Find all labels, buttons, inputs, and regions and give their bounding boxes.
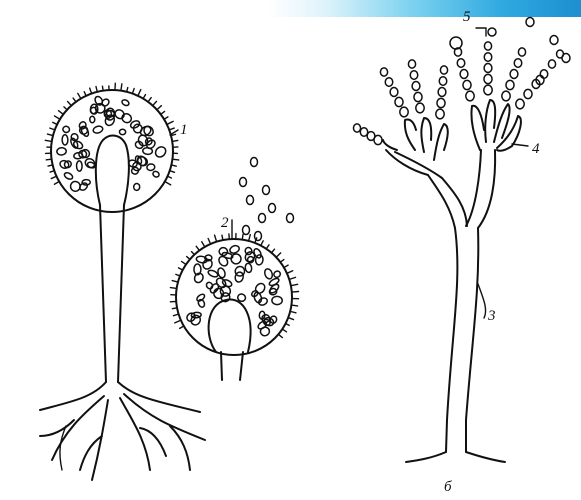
conidium <box>484 64 492 73</box>
label-4: 4 <box>532 141 540 157</box>
free-spore <box>259 214 266 223</box>
conidium <box>408 60 415 68</box>
conidiophore-stalk-edge-b <box>466 228 478 452</box>
conidium <box>510 70 518 79</box>
label-2: 2 <box>221 215 229 231</box>
sterigma-l2 <box>421 118 431 152</box>
conidium <box>353 124 360 132</box>
conidium <box>360 128 367 137</box>
sterigma-l4 <box>383 140 397 150</box>
sterigma-r1 <box>471 106 484 150</box>
conidium <box>410 71 418 80</box>
conidium <box>484 42 491 50</box>
rhizoid-7 <box>60 426 66 470</box>
free-spore <box>243 226 250 235</box>
leader-4 <box>512 144 528 146</box>
branch-right-outer <box>466 150 481 226</box>
free-spore <box>269 204 276 213</box>
conidium <box>484 74 492 83</box>
conidia-chains <box>353 18 570 145</box>
label-1: 1 <box>180 122 188 138</box>
rhizoid-3 <box>40 396 104 460</box>
conidium <box>506 80 514 89</box>
spine <box>292 291 299 292</box>
conidium <box>457 59 465 68</box>
label-5: 5 <box>463 9 471 25</box>
spine <box>165 182 171 185</box>
spine <box>138 90 141 96</box>
conidium <box>540 70 548 79</box>
spine <box>167 121 173 124</box>
rhizoid-1 <box>40 382 106 410</box>
sporangium-bursting <box>170 158 298 381</box>
conidium <box>548 60 555 68</box>
sterigma-l1 <box>405 119 416 150</box>
label-b: б <box>444 479 452 495</box>
free-spore <box>255 232 262 241</box>
free-spore <box>263 186 270 195</box>
conidium <box>400 107 408 117</box>
conidium <box>414 92 422 101</box>
conidium <box>416 103 424 113</box>
free-spore <box>240 178 247 187</box>
branch-left-outer <box>428 175 455 228</box>
spine <box>291 284 298 285</box>
conidium <box>526 18 534 27</box>
conidium <box>439 77 447 86</box>
conidium <box>524 89 532 98</box>
stalk-left-edge-b <box>118 205 124 382</box>
conidiophore-base <box>406 452 505 462</box>
rhizoid-2 <box>118 382 200 412</box>
conidium <box>437 98 445 107</box>
released-spores <box>240 158 294 241</box>
leader-3 <box>478 284 486 318</box>
conidium <box>463 80 471 89</box>
stalk-mid <box>221 352 243 380</box>
conidiophore-stalk-edge-a <box>446 228 457 452</box>
conidium <box>562 54 570 63</box>
spine <box>215 235 217 242</box>
conidium <box>514 59 522 68</box>
leader-5 <box>476 28 486 36</box>
conidium <box>390 88 398 97</box>
label-3: 3 <box>487 308 496 324</box>
conidium <box>412 82 420 91</box>
conidium <box>484 53 492 62</box>
conidium <box>466 91 474 101</box>
conidium <box>516 99 524 109</box>
conidiophore-right <box>353 18 570 463</box>
conidium <box>440 66 447 74</box>
conidium <box>484 85 492 95</box>
conidium <box>385 78 393 87</box>
conidium <box>436 109 444 119</box>
conidium <box>488 28 496 36</box>
free-spore <box>251 158 258 167</box>
conidium <box>550 36 558 45</box>
sterigma-l3 <box>434 124 448 160</box>
side-branch-left <box>386 150 442 178</box>
spine <box>121 84 122 91</box>
conidium <box>518 48 525 56</box>
conidium <box>438 88 446 97</box>
conidium <box>502 91 510 101</box>
conidium <box>380 68 387 76</box>
sterigma-r2 <box>485 100 495 142</box>
conidium <box>460 70 468 79</box>
stalk-left-edge-a <box>100 205 106 382</box>
free-spore <box>247 196 254 205</box>
free-spore <box>287 214 294 223</box>
rhizoid-6 <box>124 394 205 470</box>
conidium <box>450 37 462 49</box>
conidium <box>395 97 403 106</box>
rhizoid-4 <box>80 400 108 480</box>
